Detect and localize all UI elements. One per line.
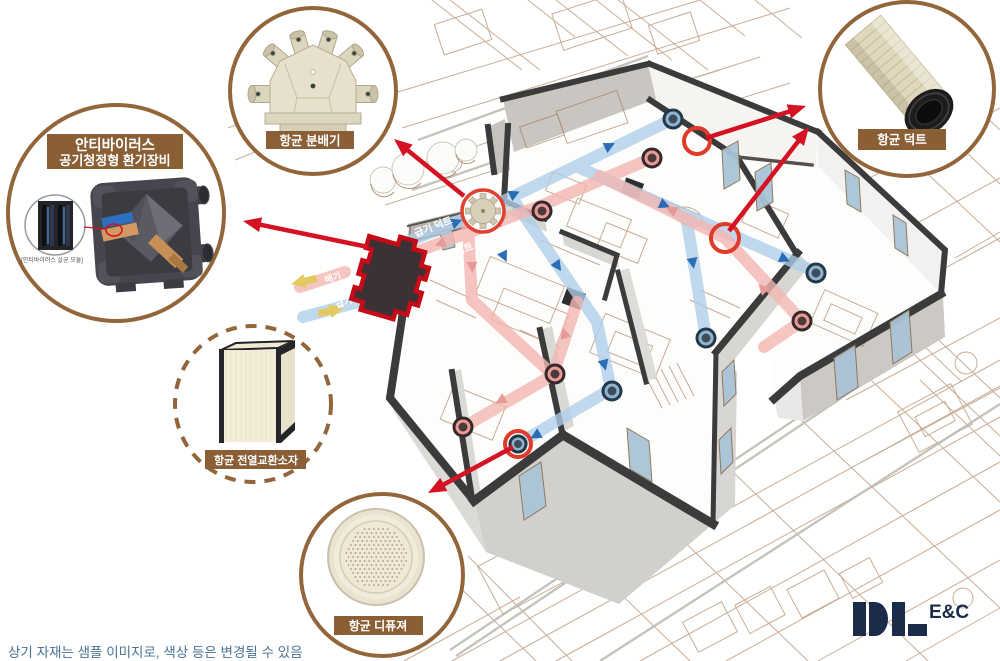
svg-text:배기: 배기 [323,269,342,285]
svg-text:안티바이러스: 안티바이러스 [75,136,155,154]
svg-text:상기 자재는 샘플 이미지로, 색상 등은 변경될 수 있음: 상기 자재는 샘플 이미지로, 색상 등은 변경될 수 있음 [8,645,303,660]
svg-text:E&C: E&C [929,602,969,623]
svg-text:항균 디퓨져: 항균 디퓨져 [349,618,408,633]
svg-text:항균 분배기: 항균 분배기 [280,133,341,148]
svg-text:공기청정형 환기장비: 공기청정형 환기장비 [59,153,170,168]
svg-text:항균 전열교환소자: 항균 전열교환소자 [214,453,299,467]
svg-text:항균 덕트: 항균 덕트 [877,132,927,147]
svg-text:[안티바이러스 살균 모듈]: [안티바이러스 살균 모듈] [21,256,83,264]
svg-text:급기: 급기 [334,294,353,310]
